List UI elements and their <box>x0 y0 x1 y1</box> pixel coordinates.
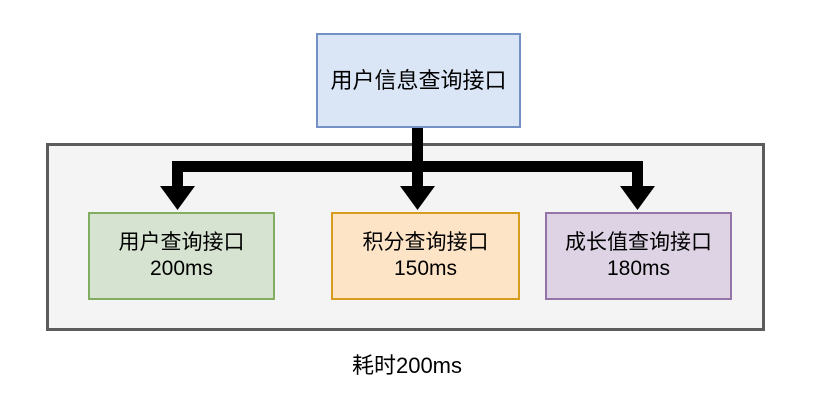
node-points-query-latency: 150ms <box>393 257 458 280</box>
node-growth-query-label: 成长值查询接口 <box>565 230 712 254</box>
node-user-query-label: 用户查询接口 <box>118 230 245 254</box>
diagram-caption: 耗时200ms <box>351 353 463 378</box>
node-root-label: 用户信息查询接口 <box>330 67 507 93</box>
node-root-user-info-query[interactable]: 用户信息查询接口 <box>316 33 521 128</box>
node-user-query[interactable]: 用户查询接口 200ms <box>88 212 275 300</box>
node-points-query-label: 积分查询接口 <box>362 230 489 254</box>
node-growth-query[interactable]: 成长值查询接口 180ms <box>545 212 732 300</box>
node-growth-query-latency: 180ms <box>606 257 671 280</box>
node-user-query-latency: 200ms <box>149 257 214 280</box>
node-points-query[interactable]: 积分查询接口 150ms <box>331 212 520 300</box>
